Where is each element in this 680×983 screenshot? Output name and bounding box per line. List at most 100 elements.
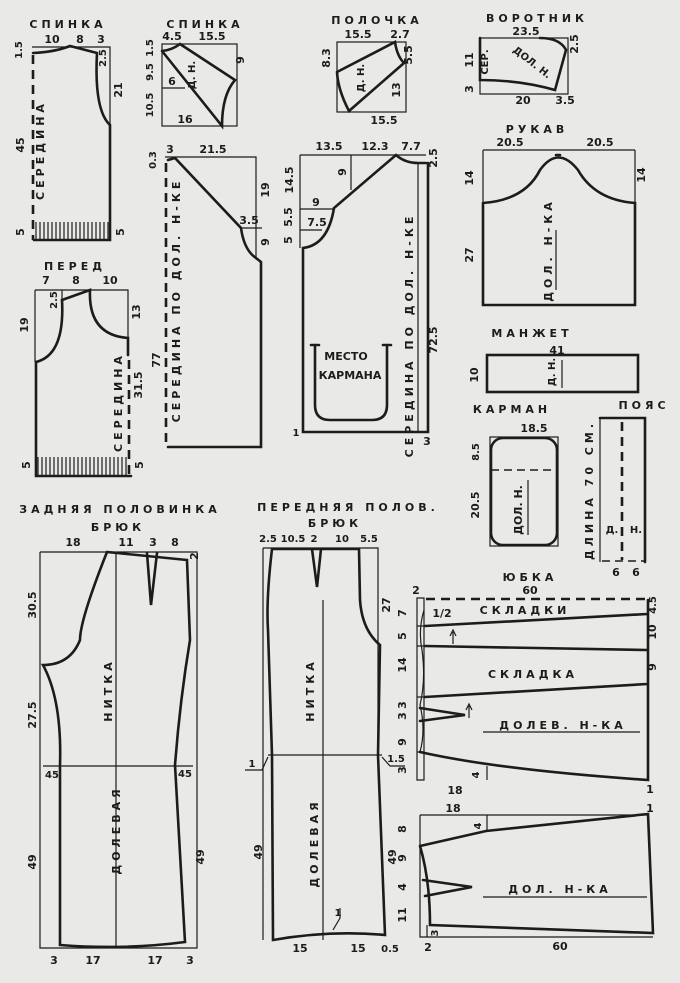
dim: 8	[72, 274, 80, 287]
center-label: СЕР.	[480, 49, 491, 74]
dim: 5	[20, 461, 33, 469]
grain-label: Д. Н.	[547, 358, 558, 386]
dim: 12.3	[361, 140, 388, 153]
dim: 17	[147, 954, 162, 967]
piece-belt: ПОЯС ДЛИНА 70 СМ. Д. Н. 6 6	[583, 399, 669, 579]
dim: 14	[463, 170, 476, 186]
title: МАНЖЕТ	[491, 327, 572, 340]
piece-back-yoke: СПИНКА 4.5 15.5 1.5 9.5 10.5 6 16 9 Д. Н…	[145, 18, 247, 130]
dim: 49	[26, 854, 39, 869]
title: ЗАДНЯЯ ПОЛОВИНКА	[19, 503, 220, 516]
ribbing-hatch	[35, 222, 109, 240]
dim: 1	[249, 759, 256, 770]
dim: 18	[447, 784, 462, 797]
dim: 8.5	[471, 443, 482, 461]
dim: 2	[424, 941, 432, 954]
dim: 4.5	[162, 30, 182, 43]
piece-front-main: 13.5 12.3 7.7 2.5 14.5 9 9 7.5 5 5.5 72.…	[282, 140, 440, 457]
dim: 3	[430, 929, 441, 936]
dim: 1.5	[387, 754, 405, 765]
grain-label: ДОЛЕВАЯ	[110, 785, 123, 874]
title: ВОРОТНИК	[486, 12, 588, 25]
dim: 4.5	[648, 596, 659, 614]
dim: 45	[45, 770, 59, 781]
grain-label: ДОЛ. Н.	[512, 485, 525, 535]
dim: 15	[292, 942, 307, 955]
title: ПОЯС	[618, 399, 669, 412]
dim: 2.7	[390, 28, 410, 41]
center-label: СЕРЕДИНА ПО ДОЛ. Н-КЕ	[403, 213, 416, 458]
dim: 2.5	[259, 534, 277, 545]
dim: 2	[412, 584, 420, 597]
dim: 11	[396, 907, 409, 922]
title: СПИНКА	[166, 18, 243, 31]
dim: 16	[177, 113, 193, 126]
dim: 49	[194, 849, 207, 864]
dim: 18.5	[520, 422, 547, 435]
dim: 18	[65, 536, 80, 549]
thread-label: НИТКА	[304, 658, 317, 721]
dim: 8	[396, 825, 409, 833]
dim: 10	[44, 33, 60, 46]
dim: 13	[390, 82, 403, 97]
dim: 5	[396, 632, 409, 640]
dim: 20.5	[469, 491, 482, 518]
grain-label: ДОЛЕВ. Н-КА	[499, 719, 626, 732]
dim: 9	[646, 663, 659, 671]
dim: 10	[468, 367, 481, 383]
dim: 10.5	[281, 534, 306, 545]
dim: 3	[166, 143, 174, 156]
dim: 9.5	[145, 63, 156, 81]
dim: 2.5	[49, 291, 60, 309]
subtitle: БРЮК	[91, 521, 145, 534]
dim: 30.5	[26, 591, 39, 618]
dim: 7	[42, 274, 50, 287]
title: КАРМАН	[473, 403, 551, 416]
dim: 0.3	[148, 151, 159, 169]
dim: 23.5	[512, 25, 539, 38]
piece-trousers-back: ЗАДНЯЯ ПОЛОВИНКА БРЮК 18 11 3 8 2 30.5 2…	[19, 503, 220, 967]
dim: 0.5	[381, 944, 399, 955]
dim: 1	[335, 908, 342, 919]
dim: 9	[336, 168, 349, 176]
dim: 1.5	[145, 39, 156, 57]
dim: 6	[612, 566, 620, 579]
dim: 9	[259, 238, 272, 246]
piece-sleeve: РУКАВ 20.5 20.5 14 14 27 ДОЛ. Н-КА	[463, 123, 648, 307]
dim: 1	[646, 802, 654, 815]
dim: 18	[445, 802, 460, 815]
dim: 20	[515, 94, 531, 107]
length-label: ДЛИНА 70 СМ.	[583, 420, 596, 560]
dim: 17	[85, 954, 100, 967]
dim: 4	[471, 771, 482, 778]
dim: 7.5	[307, 216, 327, 229]
title: СПИНКА	[29, 18, 106, 31]
piece-front-yoke: ПОЛОЧКА 15.5 2.7 8.3 5.5 13 15.5 Д. Н.	[320, 14, 419, 127]
thread-label: НИТКА	[102, 658, 115, 721]
dim: 10	[335, 534, 349, 545]
piece-back-main: 0.3 3 21.5 19 3.5 9 77 СЕРЕДИНА ПО ДОЛ. …	[148, 143, 272, 449]
dim: 11	[463, 52, 476, 67]
dim: 49	[252, 844, 265, 859]
dim: 11	[118, 536, 133, 549]
dim: 2.5	[568, 34, 581, 54]
dim: 21.5	[199, 143, 226, 156]
dim: 15.5	[198, 30, 225, 43]
dim: 7	[396, 609, 409, 617]
piece-collar: ВОРОТНИК 23.5 2.5 11 3 20 3.5 СЕР. ДОЛ. …	[463, 12, 588, 107]
dim: 20.5	[496, 136, 523, 149]
grain-label: ДОЛЕВАЯ	[308, 798, 321, 887]
dim: 8	[171, 536, 179, 549]
dim: 10	[102, 274, 118, 287]
dim: 5.5	[282, 207, 295, 227]
dim: 77	[150, 352, 163, 367]
dim: 27	[463, 247, 476, 262]
grain-label: ДОЛ. Н-КА	[542, 198, 555, 302]
dim: 5	[133, 461, 146, 469]
dim: 3	[186, 954, 194, 967]
dim: 15	[350, 942, 365, 955]
pocket-label: КАРМАНА	[319, 369, 382, 382]
grain-label: Д.	[606, 525, 619, 536]
dim: 9	[312, 196, 320, 209]
